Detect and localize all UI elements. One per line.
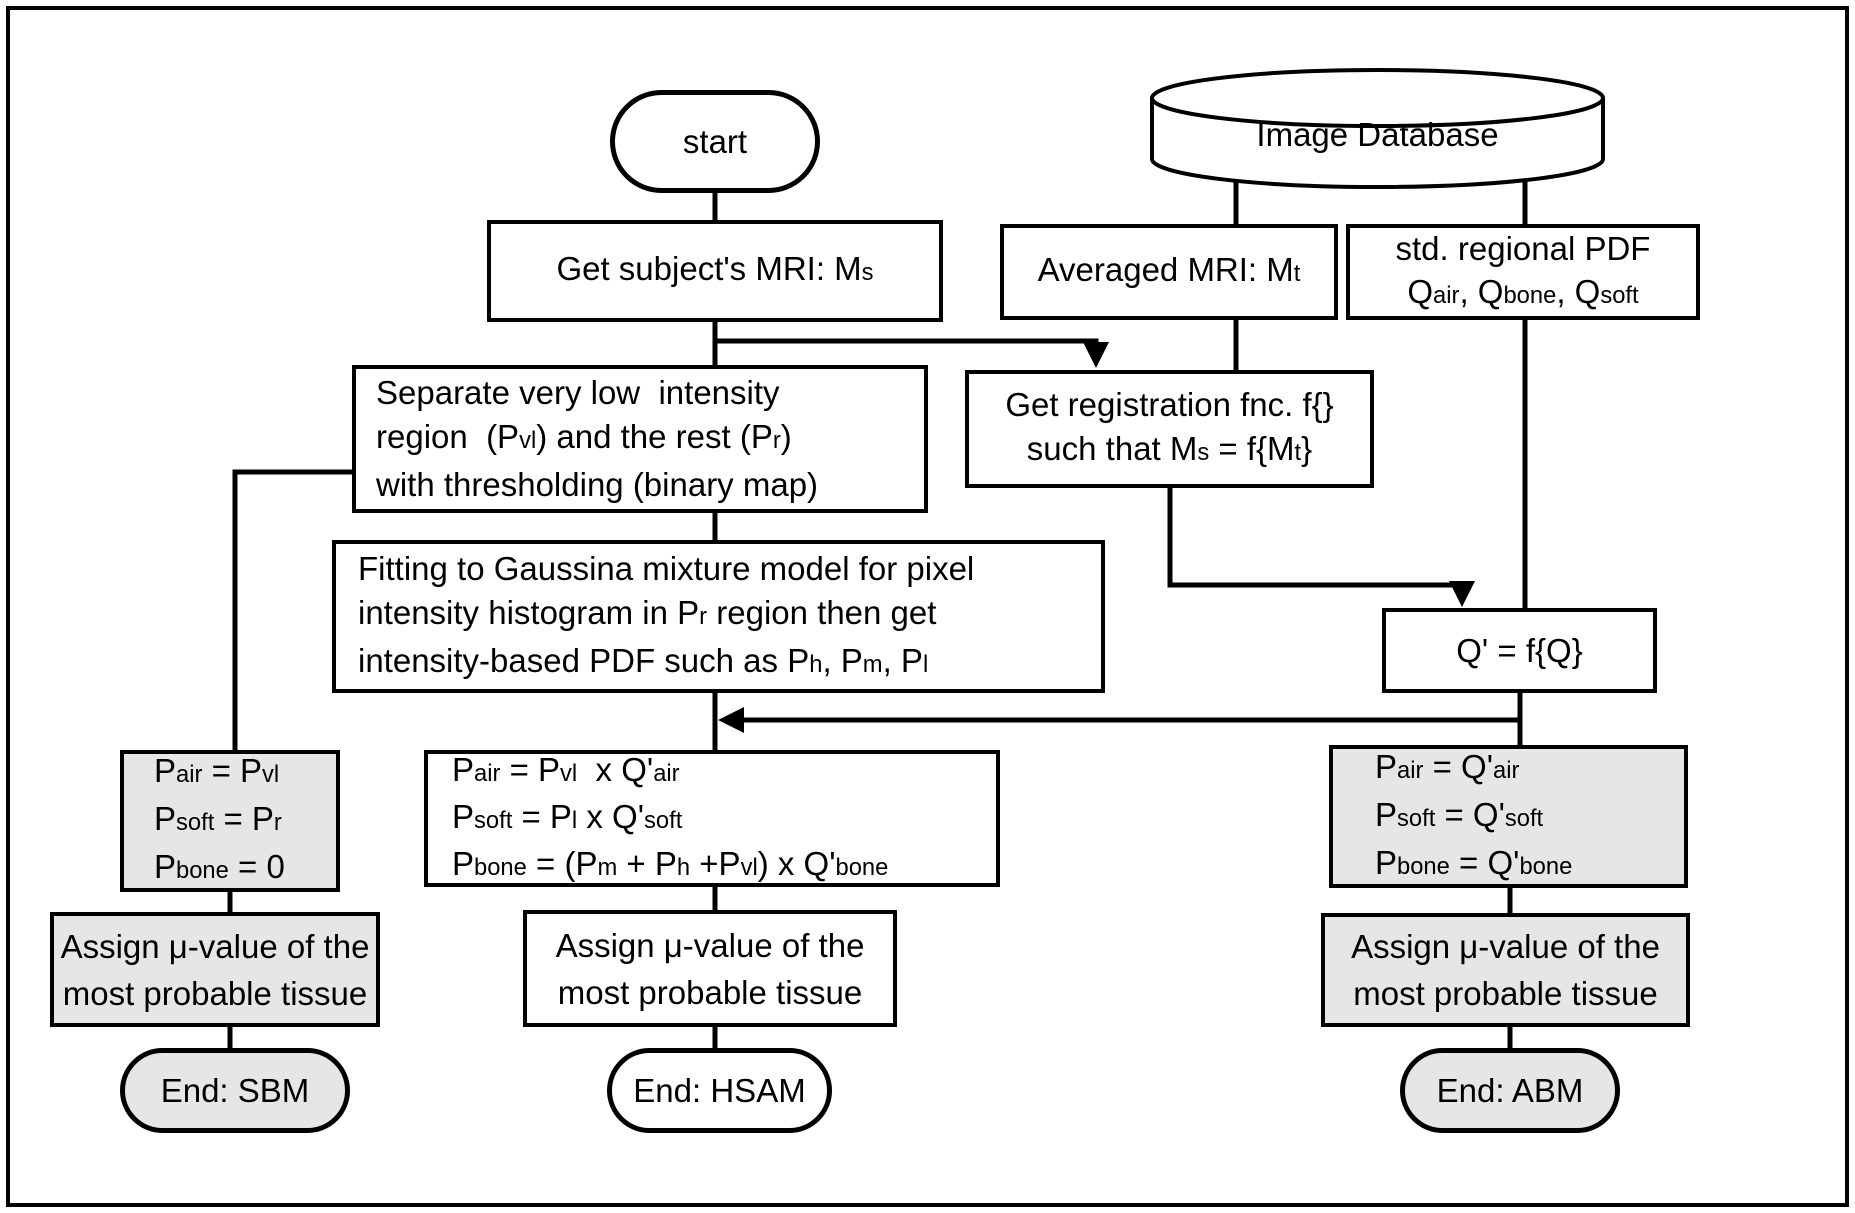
node-end-abm: End: ABM bbox=[1400, 1048, 1620, 1133]
hsam-pdf-line2: Psoft = Pl x Q'soft bbox=[452, 798, 683, 835]
registration-line2: such that Ms = f{Mt} bbox=[1026, 430, 1313, 467]
start-label: start bbox=[682, 122, 748, 160]
get-subject-mri-label: Get subject's MRI: Ms bbox=[556, 250, 874, 287]
registration-line1: Get registration fnc. f{} bbox=[1005, 386, 1334, 423]
sbm-assign-line2: most probable tissue bbox=[62, 974, 368, 1012]
node-start: start bbox=[610, 90, 820, 193]
end-sbm-label: End: SBM bbox=[160, 1071, 310, 1109]
node-separate-threshold: Separate very low intensity region (Pvl)… bbox=[352, 365, 928, 513]
gaussian-fitting-line1: Fitting to Gaussina mixture model for pi… bbox=[358, 549, 975, 587]
sbm-pdf-line1: Pair = Pvl bbox=[154, 752, 280, 789]
node-q-prime: Q' = f{Q} bbox=[1382, 608, 1657, 693]
node-get-subject-mri: Get subject's MRI: Ms bbox=[487, 220, 943, 322]
gaussian-fitting-line2: intensity histogram in Pr region then ge… bbox=[358, 593, 937, 631]
node-hsam-assign: Assign μ-value of the most probable tiss… bbox=[523, 910, 897, 1027]
sbm-pdf-line2: Psoft = Pr bbox=[154, 800, 282, 837]
connector-registration-to-qprime bbox=[1167, 486, 1465, 588]
hsam-pdf-line1: Pair = Pvl x Q'air bbox=[452, 751, 680, 788]
separate-threshold-line2: region (Pvl) and the rest (Pr) bbox=[376, 418, 792, 455]
image-database-label: Image Database bbox=[1256, 116, 1499, 153]
std-regional-pdf-line2: Qair, Qbone, Qsoft bbox=[1407, 273, 1639, 310]
node-gaussian-fitting: Fitting to Gaussina mixture model for pi… bbox=[332, 540, 1105, 693]
hsam-assign-line2: most probable tissue bbox=[557, 973, 863, 1011]
connector-separate-to-sbm-branch bbox=[232, 469, 352, 754]
node-averaged-mri: Averaged MRI: Mt bbox=[1000, 224, 1338, 320]
node-abm-pdf: Pair = Q'air Psoft = Q'soft Pbone = Q'bo… bbox=[1329, 745, 1688, 888]
end-abm-label: End: ABM bbox=[1436, 1071, 1584, 1109]
std-regional-pdf-line1: std. regional PDF bbox=[1395, 230, 1651, 267]
arrowhead-into-qprime bbox=[1449, 581, 1475, 607]
node-hsam-pdf: Pair = Pvl x Q'air Psoft = Pl x Q'soft P… bbox=[424, 750, 1000, 887]
connector-ms-to-registration bbox=[715, 338, 1099, 346]
node-abm-assign: Assign μ-value of the most probable tiss… bbox=[1321, 913, 1690, 1027]
separate-threshold-line1: Separate very low intensity bbox=[376, 374, 780, 411]
abm-pdf-line3: Pbone = Q'bone bbox=[1375, 843, 1573, 881]
abm-assign-line2: most probable tissue bbox=[1353, 975, 1658, 1012]
separate-threshold-line3: with thresholding (binary map) bbox=[376, 466, 819, 503]
q-prime-label: Q' = f{Q} bbox=[1456, 631, 1583, 669]
end-hsam-label: End: HSAM bbox=[633, 1071, 806, 1109]
node-registration: Get registration fnc. f{} such that Ms =… bbox=[965, 370, 1374, 488]
hsam-assign-line1: Assign μ-value of the bbox=[555, 926, 865, 964]
node-image-database: Image Database bbox=[1152, 103, 1603, 167]
node-sbm-pdf: Pair = Pvl Psoft = Pr Pbone = 0 bbox=[120, 750, 340, 892]
node-end-hsam: End: HSAM bbox=[607, 1048, 832, 1133]
image-database-cylinder-top bbox=[1150, 68, 1605, 128]
hsam-pdf-line3: Pbone = (Pm + Ph +Pvl) x Q'bone bbox=[452, 845, 889, 882]
averaged-mri-label: Averaged MRI: Mt bbox=[1037, 251, 1301, 288]
node-std-regional-pdf: std. regional PDF Qair, Qbone, Qsoft bbox=[1346, 224, 1700, 320]
node-end-sbm: End: SBM bbox=[120, 1048, 350, 1133]
arrowhead-into-registration bbox=[1083, 342, 1109, 368]
arrowhead-merge-into-hsam bbox=[718, 707, 744, 733]
abm-assign-line1: Assign μ-value of the bbox=[1351, 928, 1660, 965]
sbm-assign-line1: Assign μ-value of the bbox=[60, 927, 370, 965]
gaussian-fitting-line3: intensity-based PDF such as Ph, Pm, Pl bbox=[358, 641, 929, 679]
sbm-pdf-line3: Pbone = 0 bbox=[154, 848, 285, 885]
abm-pdf-line2: Psoft = Q'soft bbox=[1375, 795, 1544, 833]
abm-pdf-line1: Pair = Q'air bbox=[1375, 747, 1520, 785]
node-sbm-assign: Assign μ-value of the most probable tiss… bbox=[50, 912, 380, 1027]
